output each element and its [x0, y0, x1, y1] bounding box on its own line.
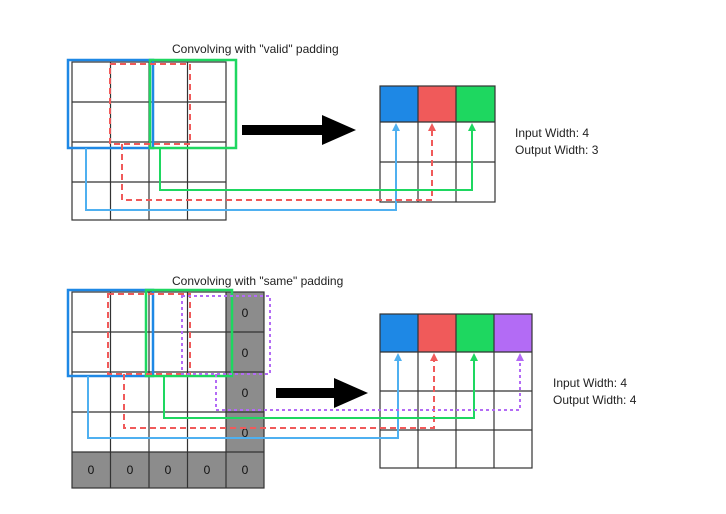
pad-zero-right-3: 0 — [242, 386, 249, 400]
valid-blue-kernel — [66, 58, 155, 150]
valid-green-kernel — [148, 58, 238, 150]
same-output-grid — [379, 313, 533, 469]
pad-zero-bottom-3: 0 — [165, 463, 172, 477]
pad-zero-bottom-1: 0 — [88, 463, 95, 477]
same-green-connector — [163, 353, 478, 419]
valid-red-kernel — [109, 63, 191, 145]
valid-output-blue-cell — [380, 86, 418, 122]
pad-zero-bottom-5: 0 — [242, 463, 249, 477]
pad-zero-bottom-4: 0 — [204, 463, 211, 477]
same-big-arrow — [276, 378, 368, 408]
valid-output-red-cell — [418, 86, 456, 122]
same-blue-kernel — [66, 288, 155, 378]
same-output-red-cell — [418, 314, 456, 352]
pad-zero-right-4: 0 — [242, 426, 249, 440]
same-purple-connector — [215, 353, 524, 411]
valid-green-connector — [159, 123, 476, 191]
same-purple-kernel — [181, 295, 271, 375]
same-input-width: Input Width: 4 — [553, 376, 627, 390]
same-input-grid — [71, 291, 265, 489]
valid-red-connector — [121, 123, 436, 201]
valid-output-width: Output Width: 3 — [515, 143, 599, 157]
pad-zero-right-2: 0 — [242, 346, 249, 360]
valid-title: Convolving with "valid" padding — [172, 42, 339, 56]
same-green-kernel — [144, 288, 234, 378]
same-red-kernel — [107, 293, 191, 375]
pad-zero-right-1: 0 — [242, 306, 249, 320]
same-zero-labels: 0 0 0 0 0 0 0 0 0 — [88, 306, 249, 477]
valid-output-green-cell — [456, 86, 495, 122]
same-blue-connector — [87, 353, 402, 439]
same-output-purple-cell — [494, 314, 532, 352]
valid-big-arrow — [242, 115, 356, 145]
same-title: Convolving with "same" padding — [172, 274, 343, 288]
same-padding-cells — [72, 292, 264, 488]
same-output-green-cell — [456, 314, 494, 352]
pad-zero-bottom-2: 0 — [127, 463, 134, 477]
same-output-width: Output Width: 4 — [553, 393, 637, 407]
valid-input-width: Input Width: 4 — [515, 126, 589, 140]
valid-blue-connector — [85, 123, 400, 211]
valid-output-grid — [379, 85, 496, 203]
same-output-blue-cell — [380, 314, 418, 352]
